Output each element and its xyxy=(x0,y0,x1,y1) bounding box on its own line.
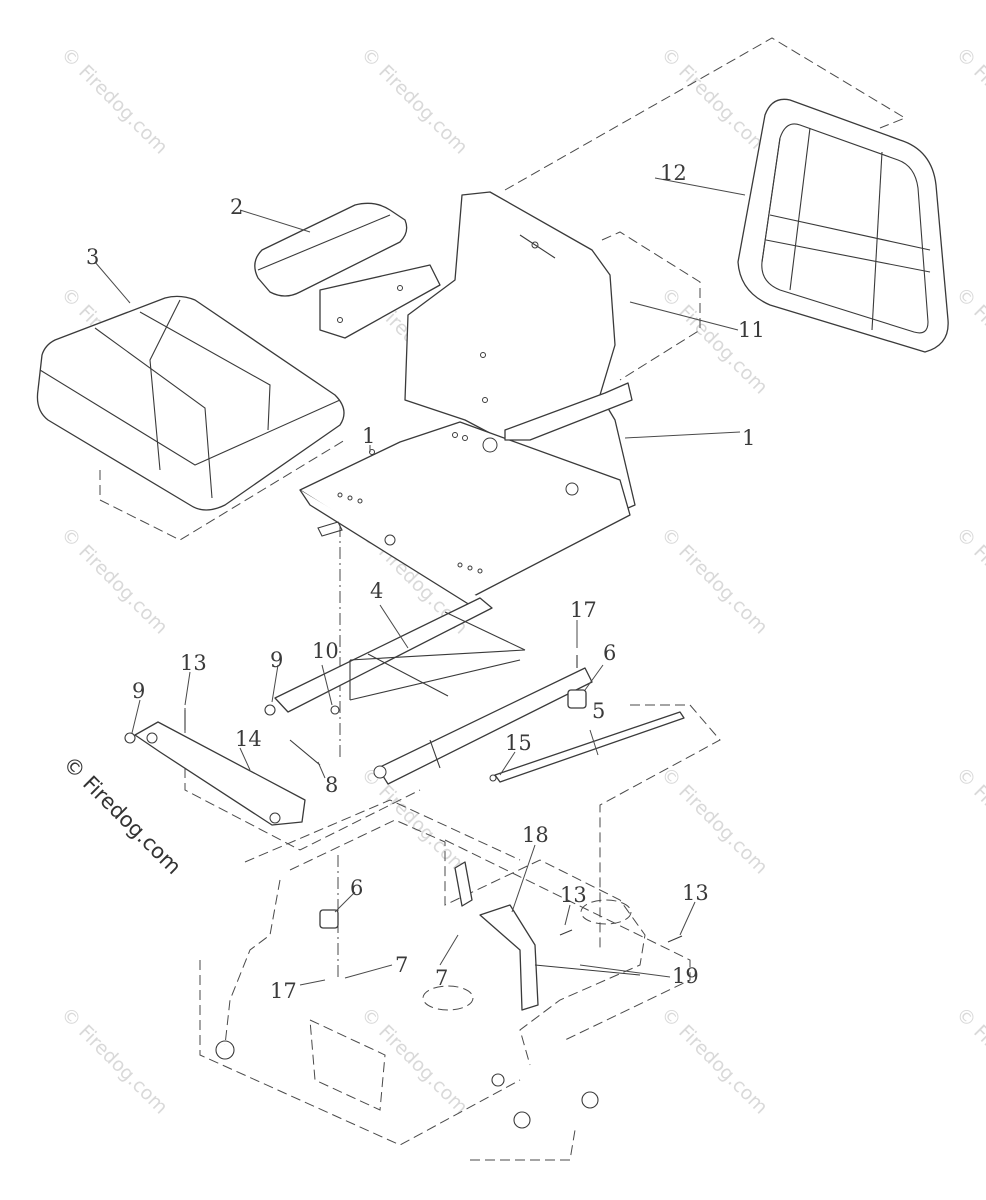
callout-part-12: 12 xyxy=(660,161,687,185)
callout-part-13: 13 xyxy=(682,881,709,905)
seat-cushion xyxy=(36,295,345,511)
watermark: © Firedog.com xyxy=(56,43,171,158)
watermark: © Firedog.com xyxy=(951,1003,986,1118)
assembly-dashed-lines xyxy=(99,37,907,1161)
rubber-stop xyxy=(319,909,339,929)
callout-part-6: 6 xyxy=(603,641,616,665)
callouts: 1 1 2 3 4 5 6 6 7 7 8 9 9 10 11 12 13 13… xyxy=(86,161,765,1003)
seat-frame xyxy=(299,382,633,606)
watermark: © Firedog.com xyxy=(356,43,471,158)
watermark: © Firedog.com xyxy=(951,283,986,398)
callout-part-3: 3 xyxy=(86,245,99,269)
callout-part-5: 5 xyxy=(592,699,605,723)
callout-part-8: 8 xyxy=(325,773,338,797)
watermark: © Firedog.com xyxy=(356,763,471,878)
watermark: © Firedog.com xyxy=(951,523,986,638)
callout-part-18: 18 xyxy=(522,823,549,847)
watermark: © Firedog.com xyxy=(656,1003,771,1118)
callout-part-4: 4 xyxy=(370,579,383,603)
callout-part-10: 10 xyxy=(312,639,339,663)
hardware xyxy=(184,655,683,943)
callout-part-14: 14 xyxy=(235,727,262,751)
adjustment-rod xyxy=(489,711,685,783)
watermark: © Firedog.com xyxy=(356,1003,471,1118)
callout-part-1: 1 xyxy=(742,426,755,450)
base-chassis xyxy=(215,819,646,1129)
backrest-cushion xyxy=(737,98,949,353)
callout-part-15: 15 xyxy=(505,731,532,755)
watermark: © Firedog.com xyxy=(951,763,986,878)
watermark: © Firedog.com xyxy=(56,1003,171,1118)
callout-part-7: 7 xyxy=(395,953,408,977)
callout-part-9: 9 xyxy=(132,679,145,703)
watermark: © Firedog.com xyxy=(656,43,771,158)
watermark: © Firedog.com xyxy=(951,43,986,158)
watermark-main: © Firedog.com xyxy=(58,752,185,879)
watermark: © Firedog.com xyxy=(656,763,771,878)
slide-rail-frame xyxy=(274,597,593,785)
lever-bracket xyxy=(124,704,306,826)
watermark: © Firedog.com xyxy=(656,523,771,638)
watermark: © Firedog.com xyxy=(56,523,171,638)
callout-part-9: 9 xyxy=(270,648,283,672)
callout-part-1: 1 xyxy=(362,424,375,448)
callout-part-7: 7 xyxy=(435,966,448,990)
callout-part-17: 17 xyxy=(270,979,297,1003)
callout-part-19: 19 xyxy=(672,964,699,988)
backrest-panel xyxy=(404,191,636,521)
callout-part-2: 2 xyxy=(230,195,243,219)
callout-part-6: 6 xyxy=(350,876,363,900)
leader-lines xyxy=(94,177,746,986)
armrest xyxy=(254,202,441,339)
rubber-stop xyxy=(567,689,587,709)
callout-part-13: 13 xyxy=(560,883,587,907)
callout-part-13: 13 xyxy=(180,651,207,675)
callout-part-17: 17 xyxy=(570,598,597,622)
callout-part-11: 11 xyxy=(738,318,765,342)
